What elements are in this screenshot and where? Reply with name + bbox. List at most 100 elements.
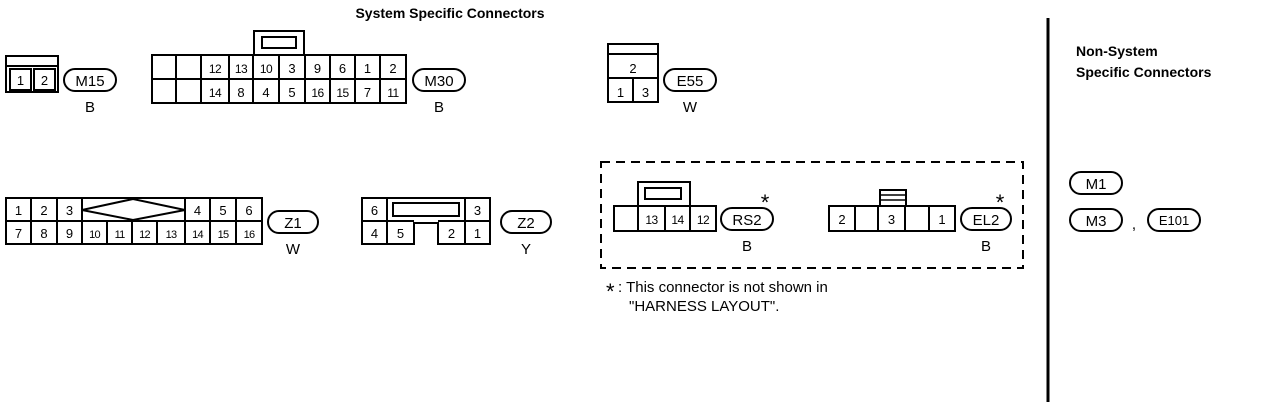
pin-label: 6 bbox=[245, 203, 252, 218]
pin-label: 7 bbox=[15, 226, 22, 241]
not-in-layout-group bbox=[600, 161, 1024, 269]
connector-z2: 6 3 4 5 2 1 Z2 Y bbox=[361, 197, 552, 258]
connector-rs2: 13 14 12 RS2 * B bbox=[613, 181, 774, 255]
connector-id: EL2 bbox=[973, 212, 1000, 229]
connector-housing bbox=[361, 197, 491, 245]
side-title-line1: Non-System bbox=[1076, 43, 1158, 59]
connector-id: M30 bbox=[424, 73, 453, 90]
pin-label: 3 bbox=[642, 85, 649, 100]
connector-lock-tab bbox=[879, 189, 907, 207]
pin-label: 2 bbox=[838, 212, 845, 227]
connector-id-badge bbox=[1147, 208, 1201, 232]
connector-id: Z1 bbox=[284, 215, 302, 232]
connector-id: E55 bbox=[677, 73, 704, 90]
pin-label: 11 bbox=[115, 229, 126, 241]
connector-id-badge bbox=[663, 68, 717, 92]
pin-label: 9 bbox=[314, 61, 321, 76]
connector-z1: 1 2 3 4 5 6 7 8 9 10 11 12 13 14 15 16 Z… bbox=[5, 197, 319, 258]
pin-label: 1 bbox=[364, 61, 371, 76]
pin-label: 1 bbox=[474, 226, 481, 241]
pin-label: 5 bbox=[397, 226, 404, 241]
pin-label: 2 bbox=[40, 203, 47, 218]
pin-label: 15 bbox=[218, 229, 229, 241]
footnote-line1: : This connector is not shown in bbox=[618, 279, 828, 296]
pin-label: 10 bbox=[260, 62, 273, 76]
pin-label: 12 bbox=[209, 62, 222, 76]
connector-color: B bbox=[981, 238, 991, 255]
side-title-line2: Specific Connectors bbox=[1076, 64, 1212, 80]
connector-id-badge bbox=[1069, 171, 1123, 195]
pin-label: 4 bbox=[262, 85, 269, 100]
pin-label: 8 bbox=[237, 85, 244, 100]
non-system-section: Non-System Specific Connectors M1 M3 , E… bbox=[1069, 43, 1212, 233]
pin-label: 1 bbox=[938, 212, 945, 227]
pin-label: 2 bbox=[41, 73, 48, 88]
connector-housing bbox=[5, 55, 59, 93]
pin-label: 16 bbox=[311, 86, 324, 100]
asterisk-mark: * bbox=[996, 190, 1005, 215]
pin-label: 4 bbox=[371, 226, 378, 241]
pin-label: 14 bbox=[671, 213, 684, 227]
pin-label: 8 bbox=[40, 226, 47, 241]
pin-label: 12 bbox=[139, 229, 150, 241]
connector-color: B bbox=[434, 99, 444, 116]
pin-label: 11 bbox=[387, 86, 399, 100]
pin-label: 1 bbox=[617, 85, 624, 100]
connector-id-badge bbox=[267, 210, 319, 234]
page-title: System Specific Connectors bbox=[355, 5, 544, 21]
pin-label: 2 bbox=[448, 226, 455, 241]
connector-color: W bbox=[683, 99, 698, 116]
connector-id: M3 bbox=[1086, 213, 1107, 230]
pin-label: 3 bbox=[474, 203, 481, 218]
pin-label: 6 bbox=[339, 61, 346, 76]
connector-id: Z2 bbox=[517, 215, 535, 232]
connector-id: RS2 bbox=[732, 212, 761, 229]
pin-label: 3 bbox=[888, 212, 895, 227]
pin-label: 5 bbox=[288, 85, 295, 100]
pin-label: 13 bbox=[166, 229, 177, 241]
asterisk-mark: * bbox=[761, 190, 770, 215]
pin-label: 4 bbox=[194, 203, 201, 218]
connector-e55: 2 1 3 E55 W bbox=[607, 43, 717, 116]
connector-m15: 1 2 M15 B bbox=[5, 55, 117, 116]
pin-label: 16 bbox=[244, 229, 255, 241]
footnote: * : This connector is not shown in "HARN… bbox=[606, 279, 828, 315]
pin-label: 10 bbox=[89, 229, 100, 241]
pin-label: 3 bbox=[66, 203, 73, 218]
pin-label: 3 bbox=[288, 61, 295, 76]
connector-id-badge bbox=[63, 68, 117, 92]
connector-id: M1 bbox=[1086, 176, 1107, 193]
pin-label: 6 bbox=[371, 203, 378, 218]
footnote-asterisk: * bbox=[606, 279, 615, 304]
connector-id-badge bbox=[720, 207, 774, 231]
connector-id-badge bbox=[1069, 208, 1123, 232]
key-diamond bbox=[81, 197, 186, 222]
pin-label: 7 bbox=[364, 85, 371, 100]
connector-id-badge bbox=[960, 207, 1012, 231]
pin-label: 15 bbox=[336, 86, 349, 100]
pin-label: 2 bbox=[629, 61, 636, 76]
list-separator: , bbox=[1132, 216, 1136, 233]
connector-color: B bbox=[85, 99, 95, 116]
pin-label: 1 bbox=[15, 203, 22, 218]
pin-label: 1 bbox=[17, 73, 24, 88]
pin-label: 9 bbox=[66, 226, 73, 241]
connector-id: E101 bbox=[1159, 213, 1189, 228]
pin-label: 5 bbox=[219, 203, 226, 218]
connector-id-badge bbox=[412, 68, 466, 92]
connector-color: B bbox=[742, 238, 752, 255]
connector-m30: 12 13 10 3 9 6 1 2 14 8 4 5 16 15 7 11 M… bbox=[151, 30, 466, 116]
connector-housing bbox=[828, 205, 956, 232]
pin-label: 12 bbox=[697, 213, 710, 227]
pin-label: 2 bbox=[389, 61, 396, 76]
pin-label: 13 bbox=[235, 62, 248, 76]
connector-color: W bbox=[286, 241, 301, 258]
connector-id: M15 bbox=[75, 73, 104, 90]
pin-label: 14 bbox=[192, 229, 203, 241]
footnote-line2: "HARNESS LAYOUT". bbox=[629, 298, 779, 315]
connector-color: Y bbox=[521, 241, 531, 258]
pin-label: 13 bbox=[645, 213, 658, 227]
pin-label: 14 bbox=[209, 86, 222, 100]
connector-id-badge bbox=[500, 210, 552, 234]
